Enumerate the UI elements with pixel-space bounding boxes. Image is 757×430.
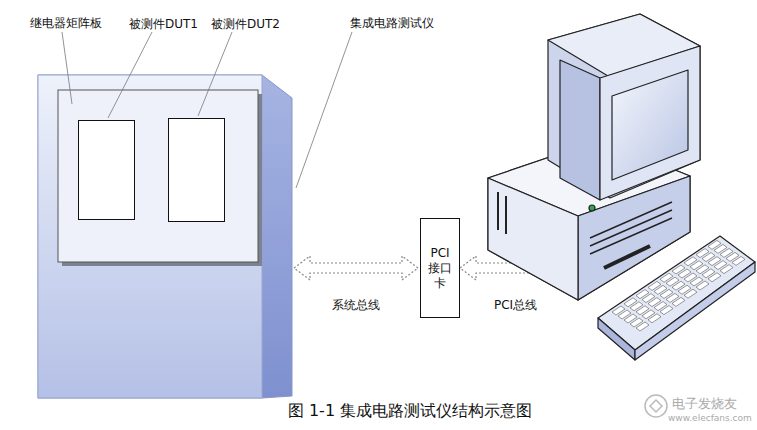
dut-box: 被测件DUT1: [78, 120, 135, 220]
callout-label: 被测件DUT1: [129, 17, 198, 31]
bus-arrow: [294, 256, 418, 280]
figure-caption: 图 1-1 集成电路测试仪结构示意图: [288, 402, 532, 420]
keyboard-keys: [612, 240, 745, 331]
bus-label: PCI总线: [494, 298, 537, 312]
computer-illustration: [488, 14, 755, 360]
relay-matrix-board: 继电器矩阵板被测件DUT1被测件DUT2: [58, 90, 258, 262]
watermark: 电子发烧友: [672, 396, 737, 411]
bus-label: 系统总线: [332, 298, 380, 312]
callout-label: 集成电路测试仪: [350, 16, 434, 30]
watermark-logo: [645, 395, 667, 417]
callout-label: 继电器矩阵板: [30, 16, 102, 30]
dut-box: 被测件DUT2: [168, 118, 225, 222]
watermark: www.elecfans.com: [668, 413, 752, 424]
tester-housing: [38, 75, 292, 398]
callout-label: 被测件DUT2: [211, 17, 280, 31]
card-label: PCI 接口 卡: [425, 246, 455, 291]
tester-box: 集成电路测试仪继电器矩阵板被测件DUT1被测件DUT2: [38, 75, 292, 398]
interface-card: PCI 接口 卡: [420, 218, 460, 318]
